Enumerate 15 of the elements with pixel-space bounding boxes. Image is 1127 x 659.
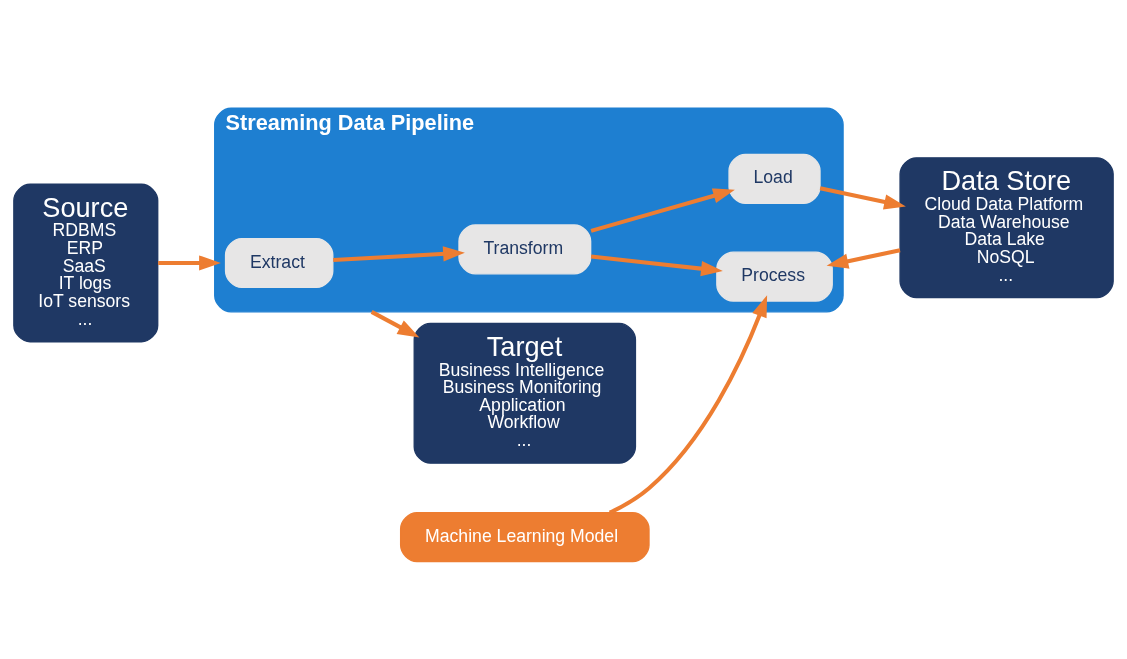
node-box: Machine Learning Model (399, 512, 650, 563)
node-box: Transform (458, 224, 592, 275)
arrow (826, 248, 901, 269)
node-box: Process (716, 251, 833, 302)
arrow (158, 255, 221, 271)
node-box: Source RDBMS ERP SaaS IT logs IoT sensors ... (13, 183, 159, 343)
arrow (608, 295, 768, 515)
arrow (590, 188, 735, 233)
arrow (590, 254, 723, 277)
node-box: Extract (224, 237, 334, 289)
node-box: Target Business Intelligence Business Monitoring Application Workflow ... (413, 322, 637, 464)
arrow (333, 246, 465, 263)
node-box: Load (728, 153, 821, 204)
arrow (370, 310, 420, 338)
node-box: Data Store Cloud Data Platform Data Warehouse Data Lake NoSQL ... (899, 157, 1114, 299)
